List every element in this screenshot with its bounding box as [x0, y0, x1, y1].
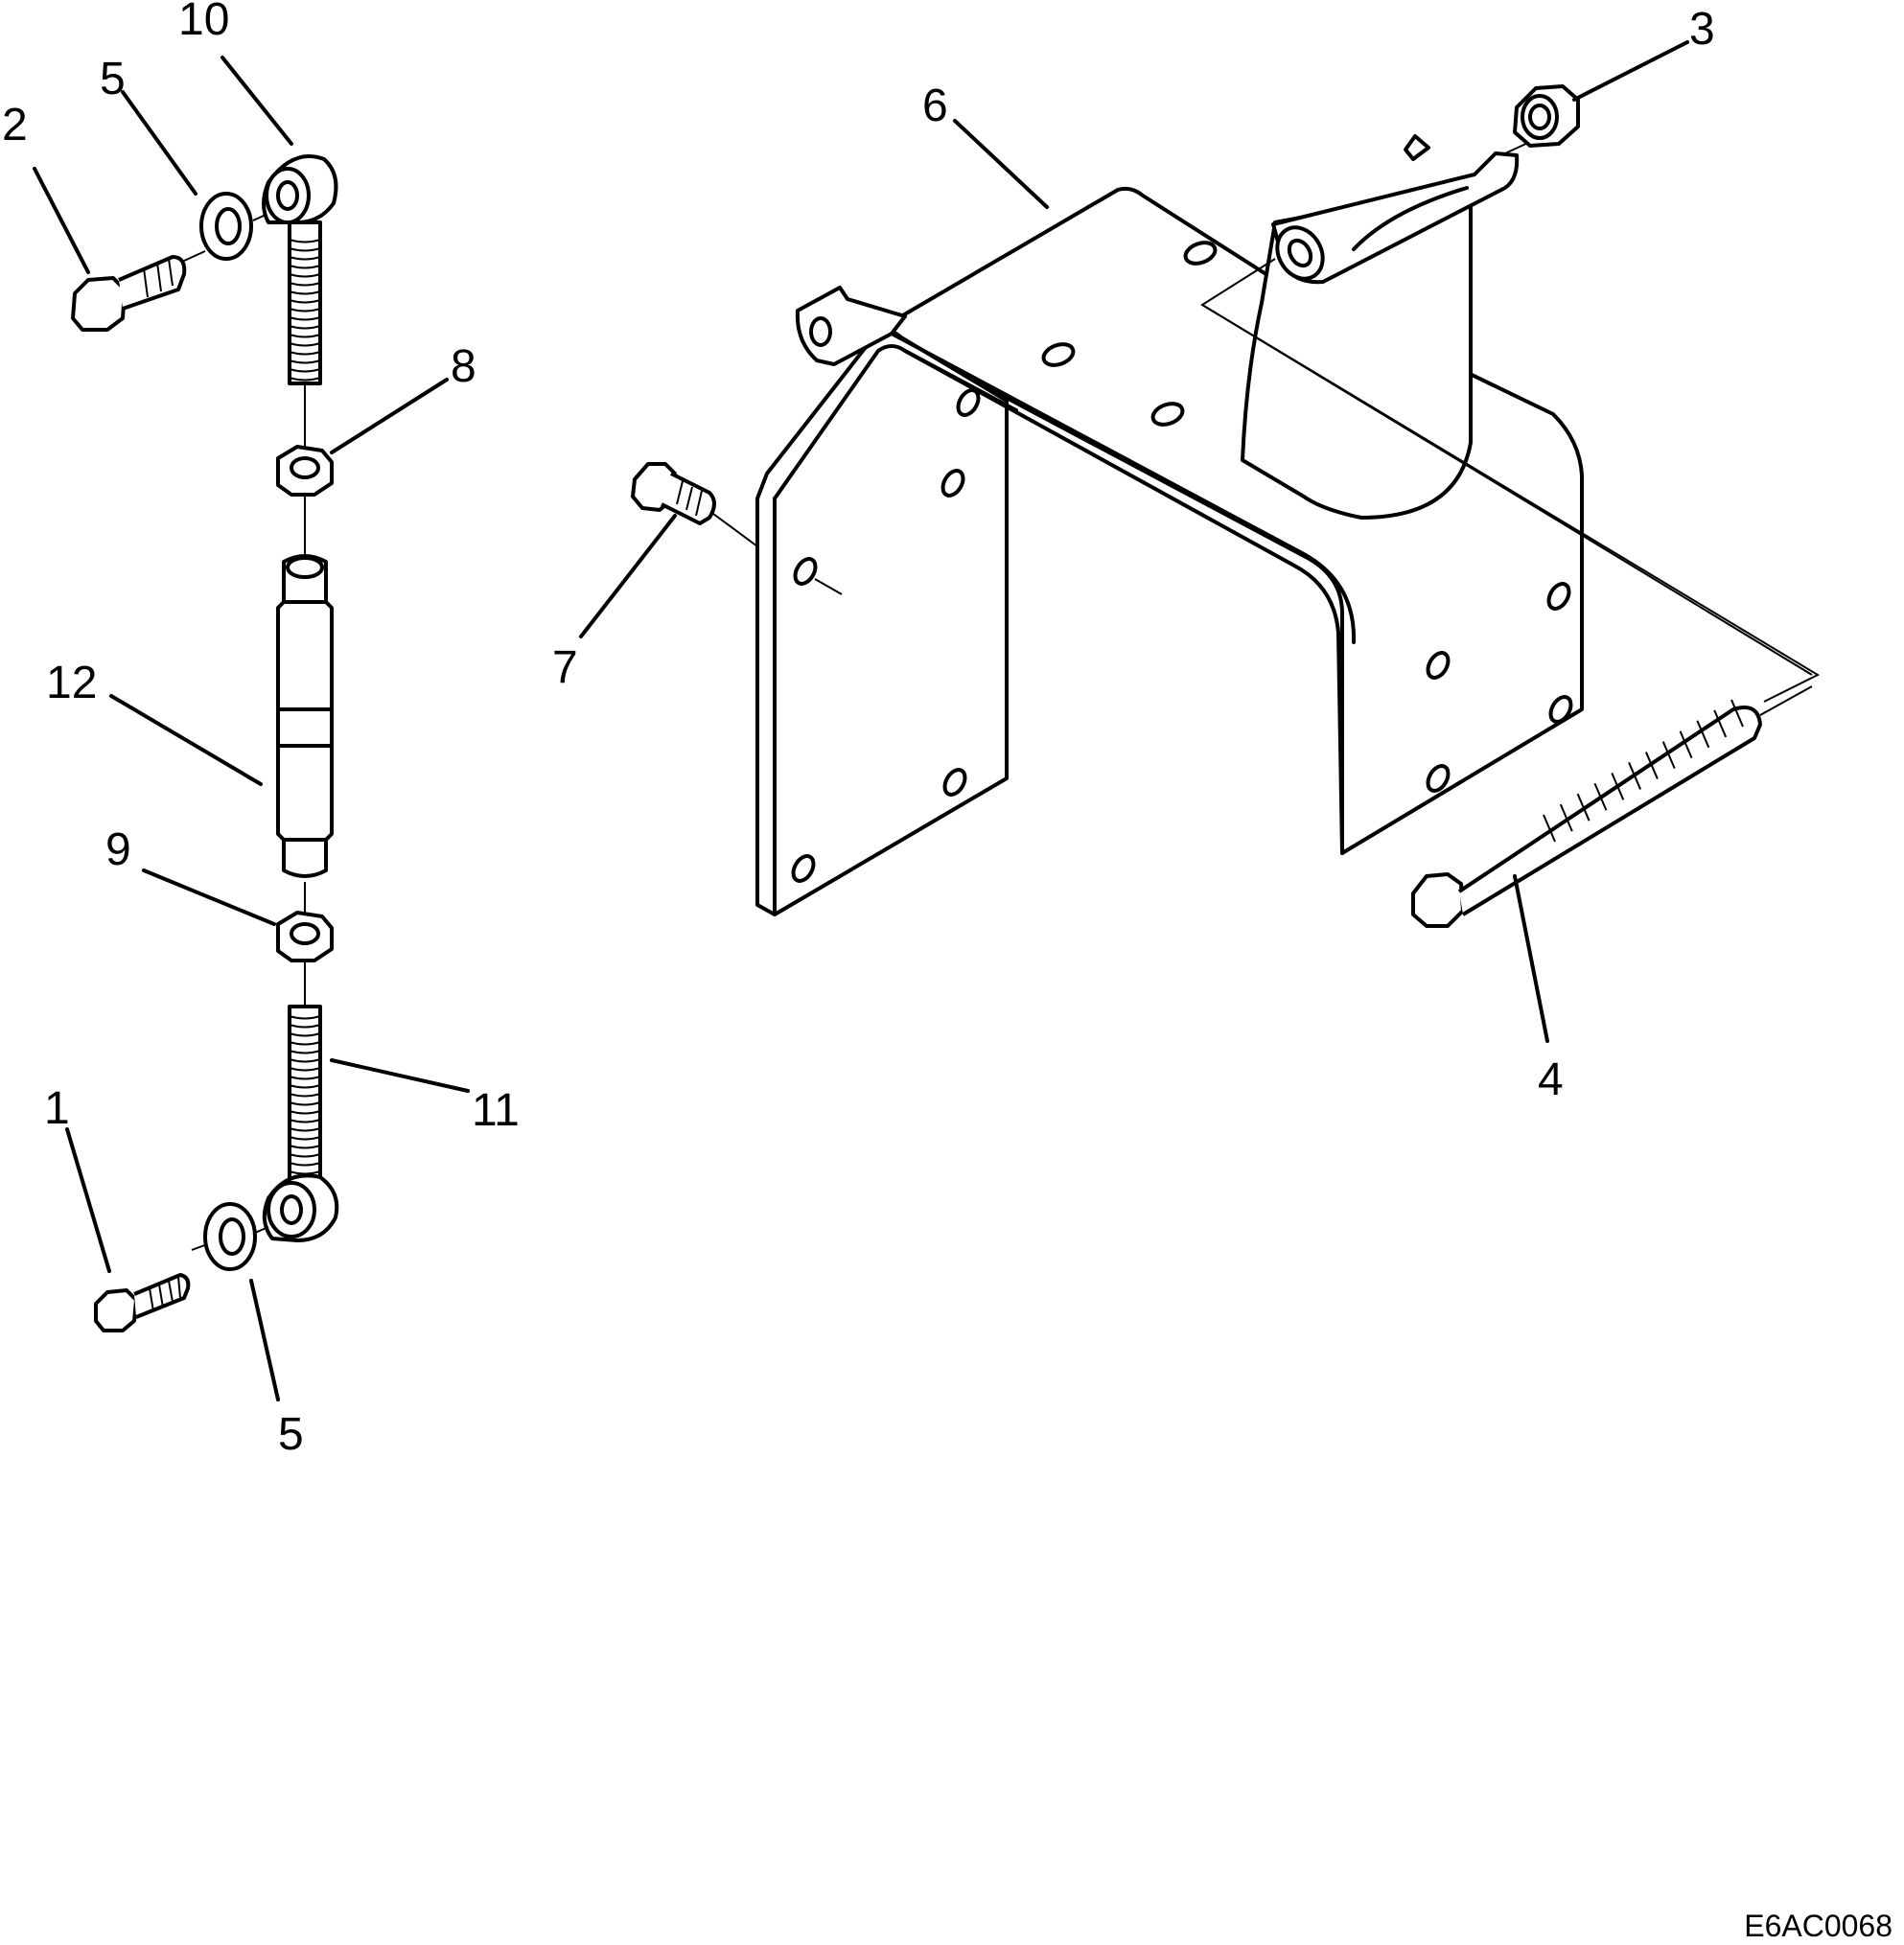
callout-11: 11: [472, 1085, 520, 1136]
turnbuckle: [276, 554, 334, 918]
callout-9: 9: [105, 824, 131, 875]
lower-bolt: [94, 1273, 191, 1332]
callout-2: 2: [2, 100, 28, 151]
assembly-guide-lines: [1200, 258, 1821, 703]
callout-4: 4: [1538, 1054, 1564, 1105]
callout-5-upper: 5: [100, 54, 126, 104]
callout-8: 8: [451, 341, 476, 392]
top-nut: [1513, 84, 1580, 148]
callout-6: 6: [922, 81, 948, 131]
callout-10: 10: [178, 0, 229, 45]
leader-lines: [33, 40, 1689, 1401]
drawing-code: E6AC0068: [1744, 1909, 1892, 1943]
lower-nut: [276, 911, 334, 1007]
callout-5-lower: 5: [278, 1409, 304, 1460]
upper-rod-end: [262, 154, 338, 451]
upper-bolt: [71, 250, 206, 332]
upper-nut: [276, 445, 334, 558]
callout-labels: 10 5 2 8 12 9 11 1 5 6 3 7 4: [2, 0, 1715, 1460]
lower-rod-end: [254, 1005, 339, 1242]
callout-12: 12: [46, 658, 97, 708]
bracket-assembly: [631, 84, 1821, 928]
bracket-bolt: [631, 462, 758, 547]
long-bolt: [1411, 685, 1813, 928]
mounting-bracket: [755, 134, 1584, 916]
lower-washer: [191, 1202, 257, 1271]
callout-7: 7: [552, 642, 578, 693]
callout-3: 3: [1689, 4, 1715, 55]
upper-washer: [199, 192, 275, 261]
callout-1: 1: [44, 1083, 70, 1134]
linkage-rod-assembly: [71, 154, 339, 1332]
